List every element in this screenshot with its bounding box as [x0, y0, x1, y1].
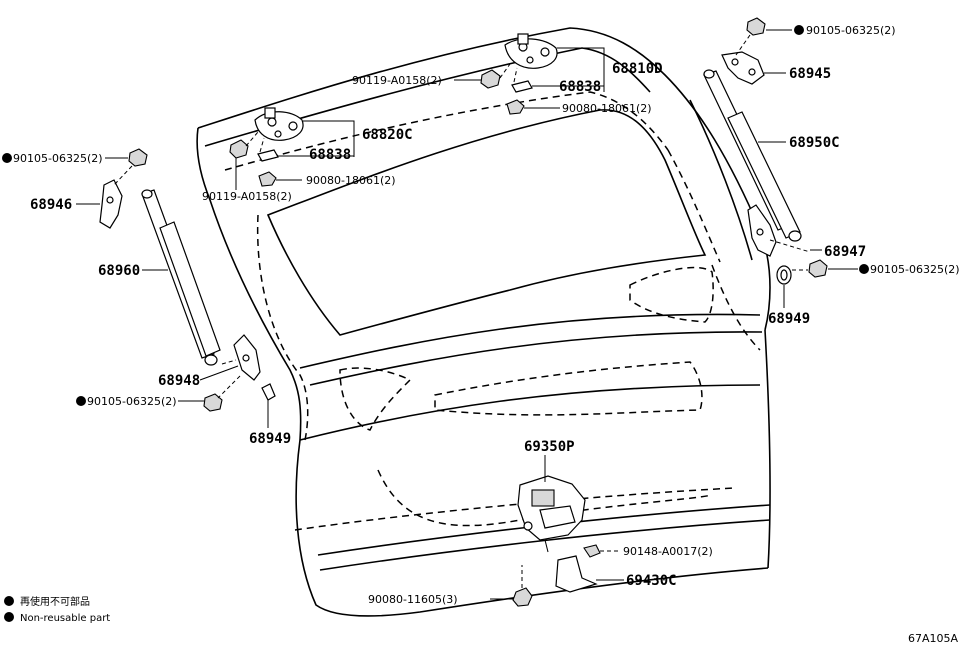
non-reusable-marker-r [859, 264, 869, 274]
bolt-90080-bottom [512, 587, 533, 607]
label-69430C: 69430C [626, 573, 677, 589]
lock-assembly-69350P [517, 475, 586, 553]
label-90080-mid: 90080-18061(2) [306, 174, 396, 187]
non-reusable-marker-tr [794, 25, 804, 35]
gas-strut-68960 [141, 189, 221, 366]
bracket-68947 [747, 204, 777, 257]
label-68946: 68946 [30, 197, 72, 213]
label-68820C: 68820C [362, 127, 413, 143]
label-90148: 90148-A0017(2) [623, 545, 713, 558]
hinge-shim-mid [257, 149, 279, 162]
cushion-68949-left [261, 383, 276, 401]
screw-90148 [583, 544, 601, 558]
label-68949-right: 68949 [768, 311, 810, 327]
label-68947: 68947 [824, 244, 866, 260]
label-68945: 68945 [789, 66, 831, 82]
bolt-90105-top-left [128, 148, 148, 167]
leader-lines [76, 29, 858, 600]
label-68960: 68960 [98, 263, 140, 279]
label-68838-mid: 68838 [309, 147, 351, 163]
label-68949-left: 68949 [249, 431, 291, 447]
label-69350P: 69350P [524, 439, 575, 455]
label-90105-top-left: 90105-06325(2) [13, 152, 103, 165]
hinge-shim-upper [511, 80, 533, 93]
label-68950C: 68950C [789, 135, 840, 151]
label-90105-top-right: 90105-06325(2) [806, 24, 896, 37]
nut-90080-upper [506, 99, 525, 115]
label-68948: 68948 [158, 373, 200, 389]
gas-strut-68950C [703, 69, 802, 242]
cushion-68949-right [776, 265, 792, 285]
liftgate-inner-outline [224, 91, 761, 531]
bolt-90105-right [808, 259, 828, 278]
striker-69430C [555, 555, 598, 593]
legend-text-en: Non-reusable part [20, 613, 110, 624]
label-90080-bottom: 90080-11605(3) [368, 593, 458, 606]
label-90080-top: 90080-18061(2) [562, 102, 652, 115]
bolt-90119-upper [480, 69, 501, 89]
bolt-90105-left [203, 393, 223, 412]
label-90105-right: 90105-06325(2) [870, 263, 960, 276]
hinge-upper-left [254, 107, 304, 141]
bolt-90119-mid [229, 139, 249, 159]
nut-90080-mid [258, 171, 277, 187]
legend-text-jp: 再使用不可部品 [20, 595, 90, 608]
legend: 再使用不可部品 Non-reusable part [4, 595, 110, 624]
bolt-90105-top-right [746, 17, 766, 36]
non-reusable-marker-l [76, 396, 86, 406]
diagram-code: 67A105A [908, 632, 959, 645]
non-reusable-marker-tl [2, 153, 12, 163]
bracket-68948 [233, 334, 261, 381]
bracket-68945 [721, 51, 765, 85]
bracket-68946 [99, 179, 123, 229]
label-68810D: 68810D [612, 61, 663, 77]
label-68838-top: 68838 [559, 79, 601, 95]
hinge-upper-right [504, 33, 558, 69]
legend-marker-en [4, 612, 14, 622]
label-90105-left: 90105-06325(2) [87, 395, 177, 408]
label-90119-mid: 90119-A0158(2) [202, 190, 292, 203]
label-90119-top: 90119-A0158(2) [352, 74, 442, 87]
legend-marker-jp [4, 596, 14, 606]
